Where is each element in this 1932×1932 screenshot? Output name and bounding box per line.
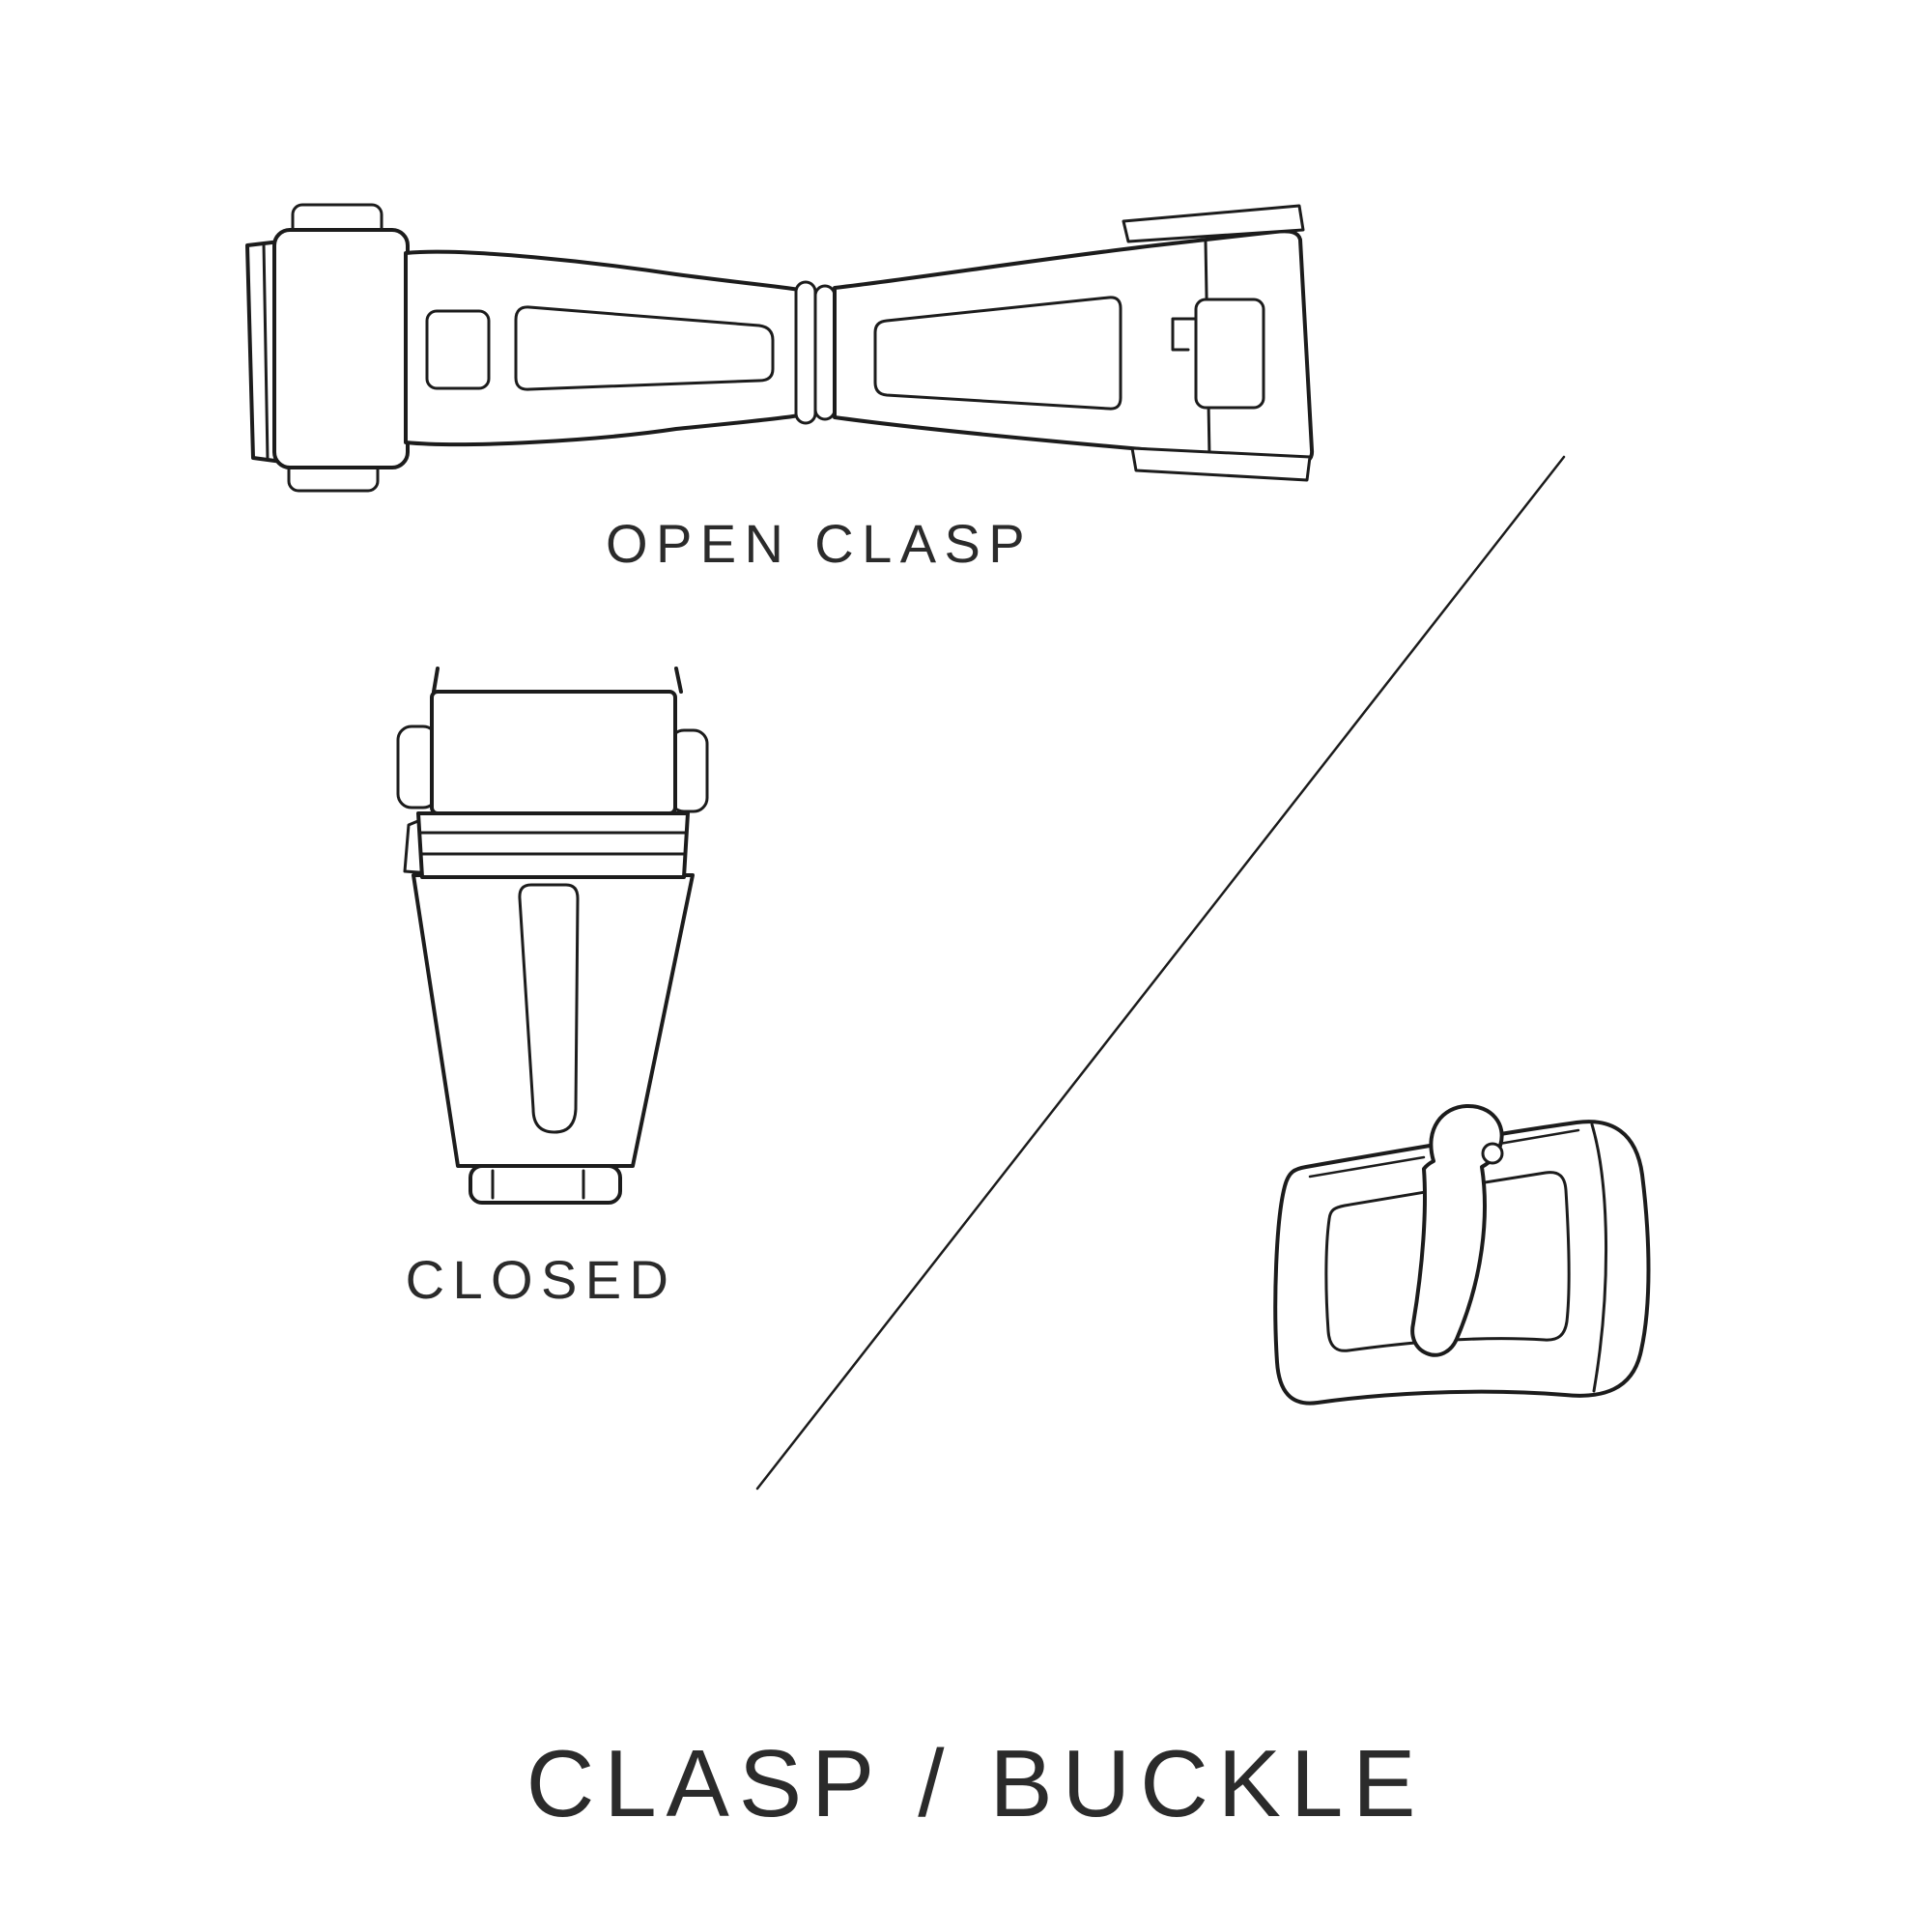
divider-line [755,455,1566,1491]
closed-label: CLOSED [405,1249,677,1310]
open-clasp-illustration [245,203,1315,493]
buckle-illustration [1273,1103,1651,1406]
diagram-title: CLASP / BUCKLE [526,1730,1426,1836]
closed-clasp-illustration [396,667,709,1205]
open-clasp-label: OPEN CLASP [606,513,1033,574]
